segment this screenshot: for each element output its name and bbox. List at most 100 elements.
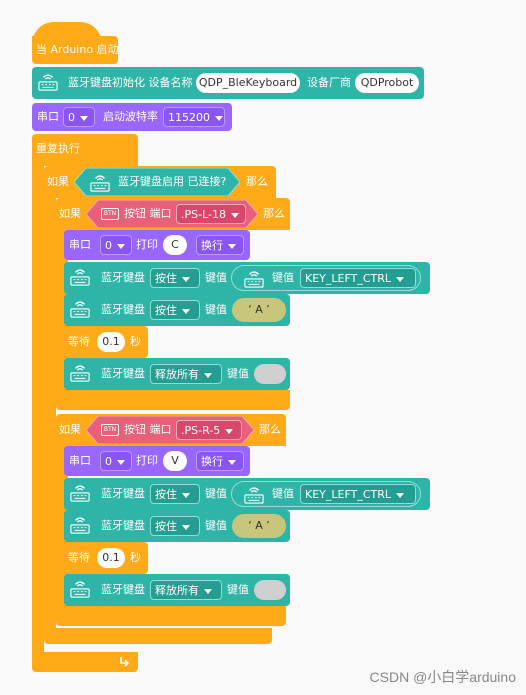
wait-label: 等待: [68, 551, 90, 564]
bluetooth-keyboard-icon: [90, 175, 110, 192]
bluetooth-keyboard-icon: [70, 581, 90, 598]
vendor-input[interactable]: QDProbot: [355, 73, 419, 93]
bluetooth-keyboard-icon: [244, 271, 264, 288]
button-port-label: 按钮 端口: [124, 423, 172, 436]
wait-seconds-input[interactable]: 0.1: [97, 332, 125, 352]
print-value-input[interactable]: C: [163, 235, 187, 255]
key-action-dropdown[interactable]: 按住: [150, 268, 200, 288]
newline-mode-dropdown[interactable]: 换行: [196, 235, 244, 255]
seconds-label: 秒: [130, 335, 141, 348]
wait-seconds-input[interactable]: 0.1: [97, 548, 125, 568]
baud-dropdown[interactable]: 115200: [163, 107, 225, 127]
chevron-down-icon: [215, 115, 223, 121]
key-dropdown[interactable]: KEY_LEFT_CTRL: [300, 484, 416, 504]
serial-port-value: 0: [105, 239, 112, 252]
bluetooth-keyboard-icon: [70, 485, 90, 502]
key-action-value: 释放所有: [155, 368, 199, 381]
serial-port-dropdown[interactable]: 0: [100, 451, 132, 471]
chevron-down-icon: [396, 276, 404, 282]
if-label: 如果: [59, 423, 81, 436]
empty-key-slot[interactable]: [254, 580, 286, 600]
key-action-dropdown[interactable]: 按住: [150, 516, 200, 536]
button-port-label: 按钮 端口: [124, 207, 172, 220]
serial-port-value: 0: [68, 111, 75, 124]
chevron-down-icon: [230, 212, 239, 218]
chevron-down-icon: [228, 243, 236, 249]
key-char-value: A: [255, 519, 263, 532]
newline-mode-dropdown[interactable]: 换行: [196, 451, 244, 471]
ble-label: 蓝牙键盘: [101, 487, 145, 500]
key-action-dropdown[interactable]: 释放所有: [150, 580, 222, 600]
ble-label: 蓝牙键盘: [101, 367, 145, 380]
button-port-value: .PS-R-5: [181, 424, 221, 437]
serial-port-dropdown[interactable]: 0: [100, 235, 132, 255]
chevron-down-icon: [117, 243, 125, 249]
serial-label: 串口: [69, 238, 91, 251]
button-icon: BTN: [101, 208, 119, 220]
chevron-down-icon: [396, 492, 404, 498]
seconds-label: 秒: [130, 551, 141, 564]
newline-mode-value: 换行: [201, 239, 223, 252]
bluetooth-keyboard-icon: [70, 517, 90, 534]
hat-label: 当 Arduino 启动: [36, 43, 119, 56]
key-action-value: 按住: [155, 272, 177, 285]
key-action-dropdown[interactable]: 释放所有: [150, 364, 222, 384]
baud-label: 启动波特率: [103, 110, 158, 123]
key-action-value: 释放所有: [155, 584, 199, 597]
ble-label: 蓝牙键盘: [101, 583, 145, 596]
key-char-input[interactable]: ‘ A ’: [232, 514, 286, 538]
ble-init-label: 蓝牙键盘初始化 设备名称: [68, 76, 193, 89]
serial-label: 串口: [69, 454, 91, 467]
bluetooth-keyboard-icon: [70, 301, 90, 318]
chevron-down-icon: [182, 524, 190, 530]
empty-key-slot[interactable]: [254, 364, 286, 384]
bluetooth-keyboard-icon: [70, 269, 90, 286]
key-value-label: 键值: [205, 519, 227, 532]
key-action-dropdown[interactable]: 按住: [150, 300, 200, 320]
button-port-dropdown[interactable]: .PS-L-18: [176, 204, 246, 224]
key-value-label: 键值: [205, 487, 227, 500]
chevron-down-icon: [204, 588, 212, 594]
key-char-input[interactable]: ‘ A ’: [232, 298, 286, 322]
newline-mode-value: 换行: [201, 455, 223, 468]
key-dropdown[interactable]: KEY_LEFT_CTRL: [300, 268, 416, 288]
key-value: KEY_LEFT_CTRL: [305, 272, 391, 285]
key-value-label: 键值: [205, 271, 227, 284]
key-action-value: 按住: [155, 520, 177, 533]
print-value-input[interactable]: V: [163, 451, 187, 471]
serial-port-value: 0: [105, 455, 112, 468]
chevron-down-icon: [182, 308, 190, 314]
button-icon: BTN: [101, 424, 119, 436]
if-label: 如果: [59, 207, 81, 220]
key-value-label: 键值: [205, 303, 227, 316]
baud-value: 115200: [168, 111, 210, 124]
ble-label: 蓝牙键盘: [101, 519, 145, 532]
wait-label: 等待: [68, 335, 90, 348]
chevron-down-icon: [117, 459, 125, 465]
serial-port-dropdown[interactable]: 0: [63, 107, 95, 127]
button-port-dropdown[interactable]: .PS-R-5: [176, 420, 242, 440]
key-action-value: 按住: [155, 488, 177, 501]
key-action-dropdown[interactable]: 按住: [150, 484, 200, 504]
chevron-down-icon: [182, 276, 190, 282]
bluetooth-keyboard-icon: [70, 365, 90, 382]
ble-connected-condition[interactable]: [74, 168, 240, 196]
print-label: 打印: [136, 238, 158, 251]
loop-arrow-icon: [120, 657, 130, 667]
key-action-value: 按住: [155, 304, 177, 317]
bluetooth-keyboard-icon: [38, 74, 58, 91]
key-value: KEY_LEFT_CTRL: [305, 488, 391, 501]
chevron-down-icon: [80, 115, 88, 121]
vendor-label: 设备厂商: [307, 76, 351, 89]
chevron-down-icon: [182, 492, 190, 498]
chevron-down-icon: [228, 459, 236, 465]
then-label: 那么: [259, 423, 281, 436]
serial-label: 串口: [37, 110, 59, 123]
ble-label: 蓝牙键盘: [101, 303, 145, 316]
loop-label: 重复执行: [36, 142, 80, 155]
key-value-label: 键值: [227, 583, 249, 596]
watermark-text: CSDN @小白学arduino: [369, 669, 516, 685]
then-label: 那么: [263, 207, 285, 220]
print-label: 打印: [136, 454, 158, 467]
device-name-input[interactable]: QDP_BleKeyboard: [196, 73, 300, 93]
